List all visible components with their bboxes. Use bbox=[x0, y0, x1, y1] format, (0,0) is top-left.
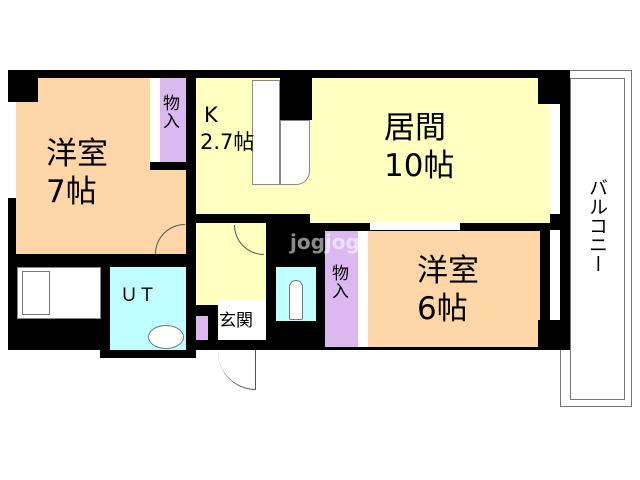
living-column bbox=[280, 70, 312, 120]
kitchen-counter bbox=[252, 80, 280, 185]
room-living bbox=[310, 78, 550, 223]
western-7-name: 洋室 bbox=[46, 136, 108, 172]
balcony-inner bbox=[570, 78, 625, 400]
closet-wall bbox=[150, 162, 186, 170]
kitchen-name: K bbox=[204, 103, 218, 127]
toilet-bowl-icon bbox=[289, 280, 303, 320]
utility-label: ＵＴ bbox=[120, 285, 156, 306]
kitchen-fridge-space bbox=[280, 120, 310, 185]
closet-door bbox=[150, 78, 160, 162]
storage-2-label: 物 入 bbox=[332, 264, 349, 302]
window-left bbox=[8, 102, 16, 198]
western-6-name: 洋室 bbox=[417, 253, 479, 289]
window-living bbox=[550, 104, 560, 214]
living-name: 居間 bbox=[384, 110, 446, 146]
washbasin-icon bbox=[148, 325, 184, 349]
bathtub-icon bbox=[22, 271, 50, 315]
storage-1-label: 物 入 bbox=[163, 94, 180, 132]
western-6-corner bbox=[538, 320, 562, 350]
entrance bbox=[218, 300, 266, 340]
bathroom bbox=[17, 267, 101, 319]
living-corner bbox=[538, 70, 562, 104]
room-western-6 bbox=[368, 231, 540, 347]
western-6-size: 6帖 bbox=[417, 291, 468, 327]
balcony-label: バルコニー bbox=[586, 178, 608, 273]
window-western-6-top bbox=[370, 222, 460, 230]
kitchen-size: 2.7帖 bbox=[200, 130, 255, 154]
watermark: jogjog bbox=[290, 230, 360, 254]
living-size: 10帖 bbox=[384, 148, 455, 184]
window-western-6 bbox=[550, 230, 560, 320]
storage-2-door bbox=[358, 231, 368, 347]
entrance-label: 玄関 bbox=[219, 311, 253, 331]
front-door bbox=[218, 350, 256, 390]
shoe-storage bbox=[196, 316, 208, 340]
western-7-size: 7帖 bbox=[46, 174, 97, 210]
storage-2 bbox=[325, 231, 358, 347]
storage-1 bbox=[160, 78, 186, 162]
corner-column bbox=[8, 70, 38, 102]
